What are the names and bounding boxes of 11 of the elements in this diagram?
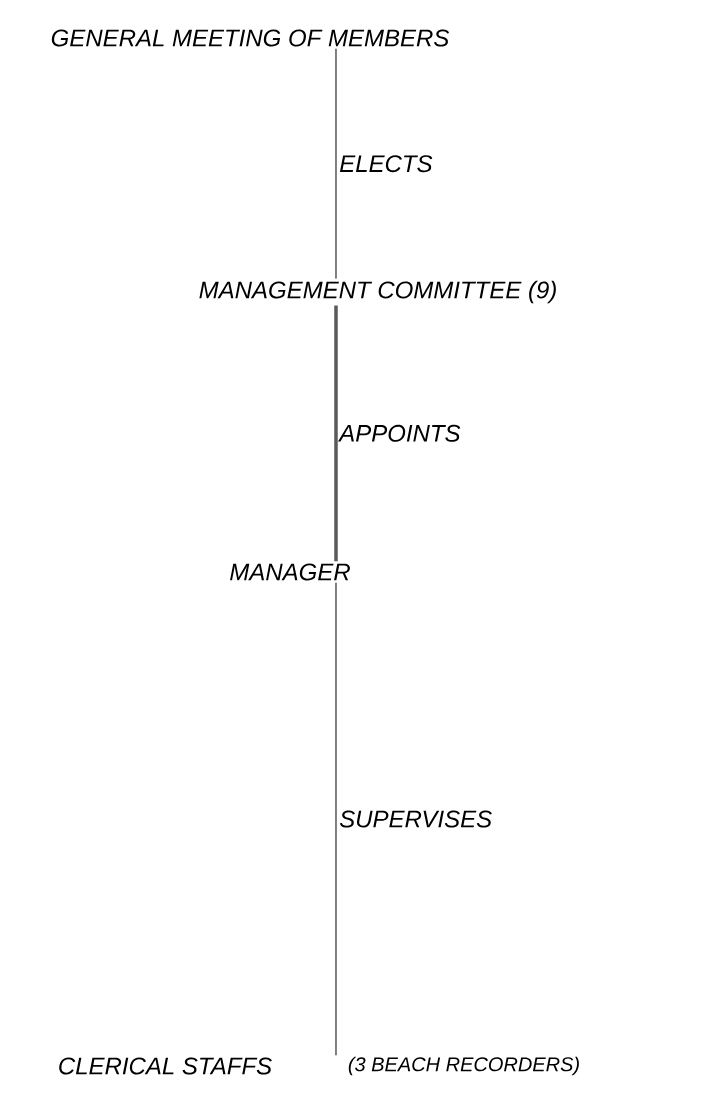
edge-label: ELECTS xyxy=(339,155,433,173)
connector-line xyxy=(335,582,337,1056)
edge-label: APPOINTS xyxy=(338,424,461,442)
node-label: MANAGEMENT COMMITTEE (9) xyxy=(199,280,556,304)
node-label: GENERAL MEETING OF MEMBERS xyxy=(51,29,450,47)
edge-label: SUPERVISES xyxy=(339,810,492,828)
node-label: MANAGER xyxy=(230,563,350,581)
connector-line xyxy=(334,305,338,562)
node-label: CLERICAL STAFFS xyxy=(59,1057,272,1075)
connector-line xyxy=(335,48,337,280)
note: (3 BEACH RECORDERS) xyxy=(348,1056,579,1076)
